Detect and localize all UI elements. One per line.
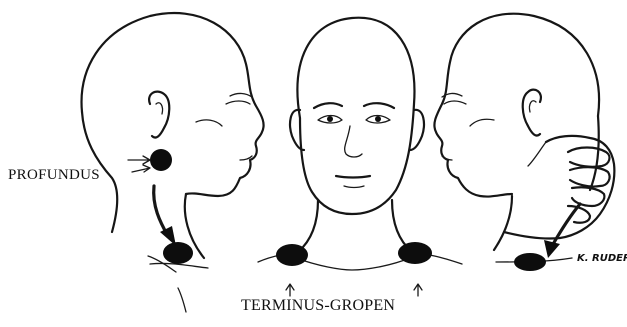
profundus-label: PROFUNDUS (8, 167, 100, 184)
right-profile-head (434, 14, 614, 271)
front-mouth (336, 176, 370, 178)
right-mouth (442, 156, 452, 160)
front-left-brow (314, 103, 342, 108)
hand-finger-3 (572, 187, 604, 206)
front-right-pupil (375, 116, 381, 122)
front-view-head (258, 18, 462, 296)
left-eyelid (230, 93, 252, 97)
left-terminus-node (163, 242, 193, 264)
left-shoulder (150, 263, 208, 268)
right-front-neck (494, 196, 512, 250)
front-lower-lip (344, 186, 364, 188)
front-left-pupil (327, 116, 333, 122)
front-head-outline (297, 18, 414, 214)
left-cheek-line (196, 120, 222, 126)
left-profundus-node (150, 149, 172, 171)
left-drainage-arrow (154, 186, 168, 236)
left-eye (226, 101, 250, 104)
left-profile-head (82, 13, 264, 312)
front-right-terminus-node (398, 242, 432, 264)
hand-finger-1 (568, 148, 609, 167)
front-right-brow (364, 103, 394, 108)
profundus-pointer (128, 156, 150, 164)
terminus-left-arrow (286, 284, 294, 296)
front-nose (345, 126, 362, 157)
artist-signature: K. RUDER (577, 253, 627, 264)
right-ear-inner (529, 101, 536, 112)
front-neck-left (298, 200, 318, 252)
profundus-pointer-lower (132, 165, 150, 172)
right-eye (444, 101, 466, 104)
hand-thumb (528, 142, 546, 166)
right-cheek-line (470, 119, 494, 126)
left-ear-inner (156, 103, 163, 114)
front-left-ear (290, 110, 304, 150)
front-clavicle (296, 258, 410, 270)
left-ear (149, 92, 169, 138)
hand-finger-2 (570, 167, 610, 186)
terminus-right-arrow (414, 284, 422, 296)
terminus-gropen-label: TERMINUS-GROPEN (241, 297, 395, 315)
right-drainage-arrowhead (544, 240, 560, 258)
front-left-terminus-node (276, 244, 308, 266)
right-back-neck (590, 116, 599, 190)
left-head-outline (82, 13, 264, 196)
right-terminus-node (514, 253, 546, 271)
right-ear (523, 90, 541, 136)
right-drainage-arrow (552, 204, 580, 246)
